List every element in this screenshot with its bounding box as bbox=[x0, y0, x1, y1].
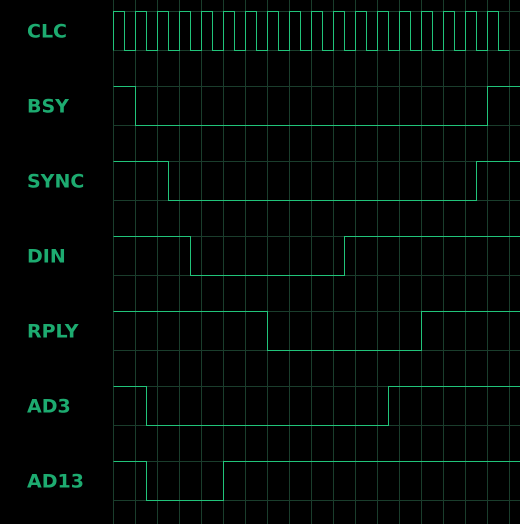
signal-label: AD13 bbox=[27, 471, 84, 493]
signal-label: AD3 bbox=[27, 396, 71, 418]
sync-waveform bbox=[113, 160, 520, 202]
signal-label: BSY bbox=[27, 96, 69, 118]
ad3-waveform bbox=[113, 385, 520, 427]
clc-waveform bbox=[112, 10, 510, 52]
rply-waveform bbox=[113, 310, 520, 352]
signal-label: RPLY bbox=[27, 321, 79, 343]
bsy-waveform bbox=[113, 85, 520, 127]
signal-label: CLC bbox=[27, 21, 67, 43]
signal-label: DIN bbox=[27, 246, 66, 268]
signal-label: SYNC bbox=[27, 171, 84, 193]
timing-grid bbox=[113, 0, 520, 524]
din-waveform bbox=[113, 235, 520, 277]
ad13-waveform bbox=[113, 460, 520, 502]
